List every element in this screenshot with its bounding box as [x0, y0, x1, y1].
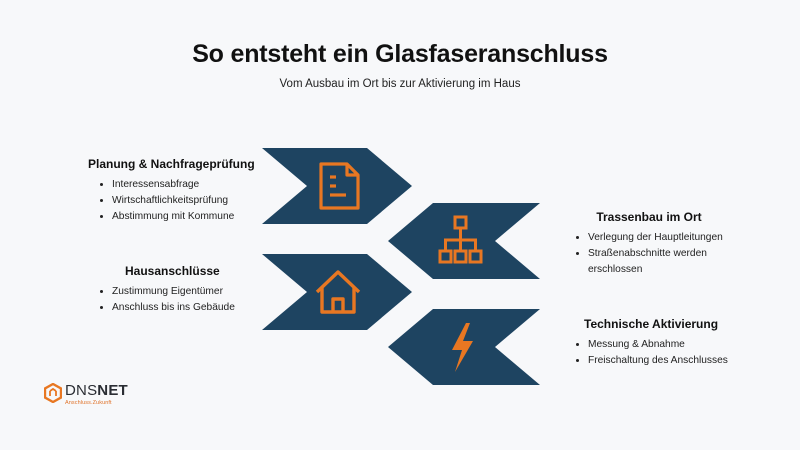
list-item: Abstimmung mit Kommune: [112, 209, 255, 225]
document-icon: [319, 162, 360, 210]
step-planung: Planung & Nachfrageprüfung Interessensab…: [88, 157, 255, 225]
page-title: So entsteht ein Glasfaseranschluss: [192, 40, 608, 68]
list-item: Straßenabschnitte werden erschlossen: [588, 246, 734, 278]
step-title: Technische Aktivierung: [584, 317, 719, 331]
lightning-icon: [452, 323, 473, 372]
step-hausanschluesse: Hausanschlüsse Zustimmung Eigentümer Ans…: [88, 264, 235, 316]
list-item: Messung & Abnahme: [588, 337, 728, 353]
chevron-step-2: [388, 203, 540, 279]
chevron-step-1: [262, 148, 412, 224]
chevron-step-3: [262, 254, 412, 330]
network-icon: [438, 215, 483, 264]
list-item: Wirtschaftlichkeitsprüfung: [112, 193, 255, 209]
logo-text: DNSNET: [65, 382, 128, 399]
step-list: Zustimmung Eigentümer Anschluss bis ins …: [88, 284, 235, 316]
logo-name-bold: NET: [97, 382, 128, 399]
house-icon: [315, 270, 361, 314]
logo-mark-icon: [44, 383, 62, 403]
logo-tagline: Anschluss.Zukunft: [65, 400, 112, 406]
list-item: Interessensabfrage: [112, 177, 255, 193]
step-title: Planung & Nachfrageprüfung: [88, 157, 255, 171]
step-title: Trassenbau im Ort: [596, 210, 702, 224]
step-title: Hausanschlüsse: [125, 264, 220, 278]
step-list: Verlegung der Hauptleitungen Straßenabsc…: [564, 230, 734, 278]
page-subtitle: Vom Ausbau im Ort bis zur Aktivierung im…: [279, 78, 521, 90]
list-item: Verlegung der Hauptleitungen: [588, 230, 734, 246]
step-list: Messung & Abnahme Freischaltung des Ansc…: [564, 337, 728, 369]
list-item: Anschluss bis ins Gebäude: [112, 300, 235, 316]
list-item: Zustimmung Eigentümer: [112, 284, 235, 300]
chevron-step-4: [388, 309, 540, 385]
logo-name-light: DNS: [65, 382, 98, 399]
step-aktivierung: Technische Aktivierung Messung & Abnahme…: [564, 317, 728, 369]
step-list: Interessensabfrage Wirtschaftlichkeitspr…: [88, 177, 255, 225]
list-item: Freischaltung des Anschlusses: [588, 353, 728, 369]
step-trassenbau: Trassenbau im Ort Verlegung der Hauptlei…: [564, 210, 734, 278]
